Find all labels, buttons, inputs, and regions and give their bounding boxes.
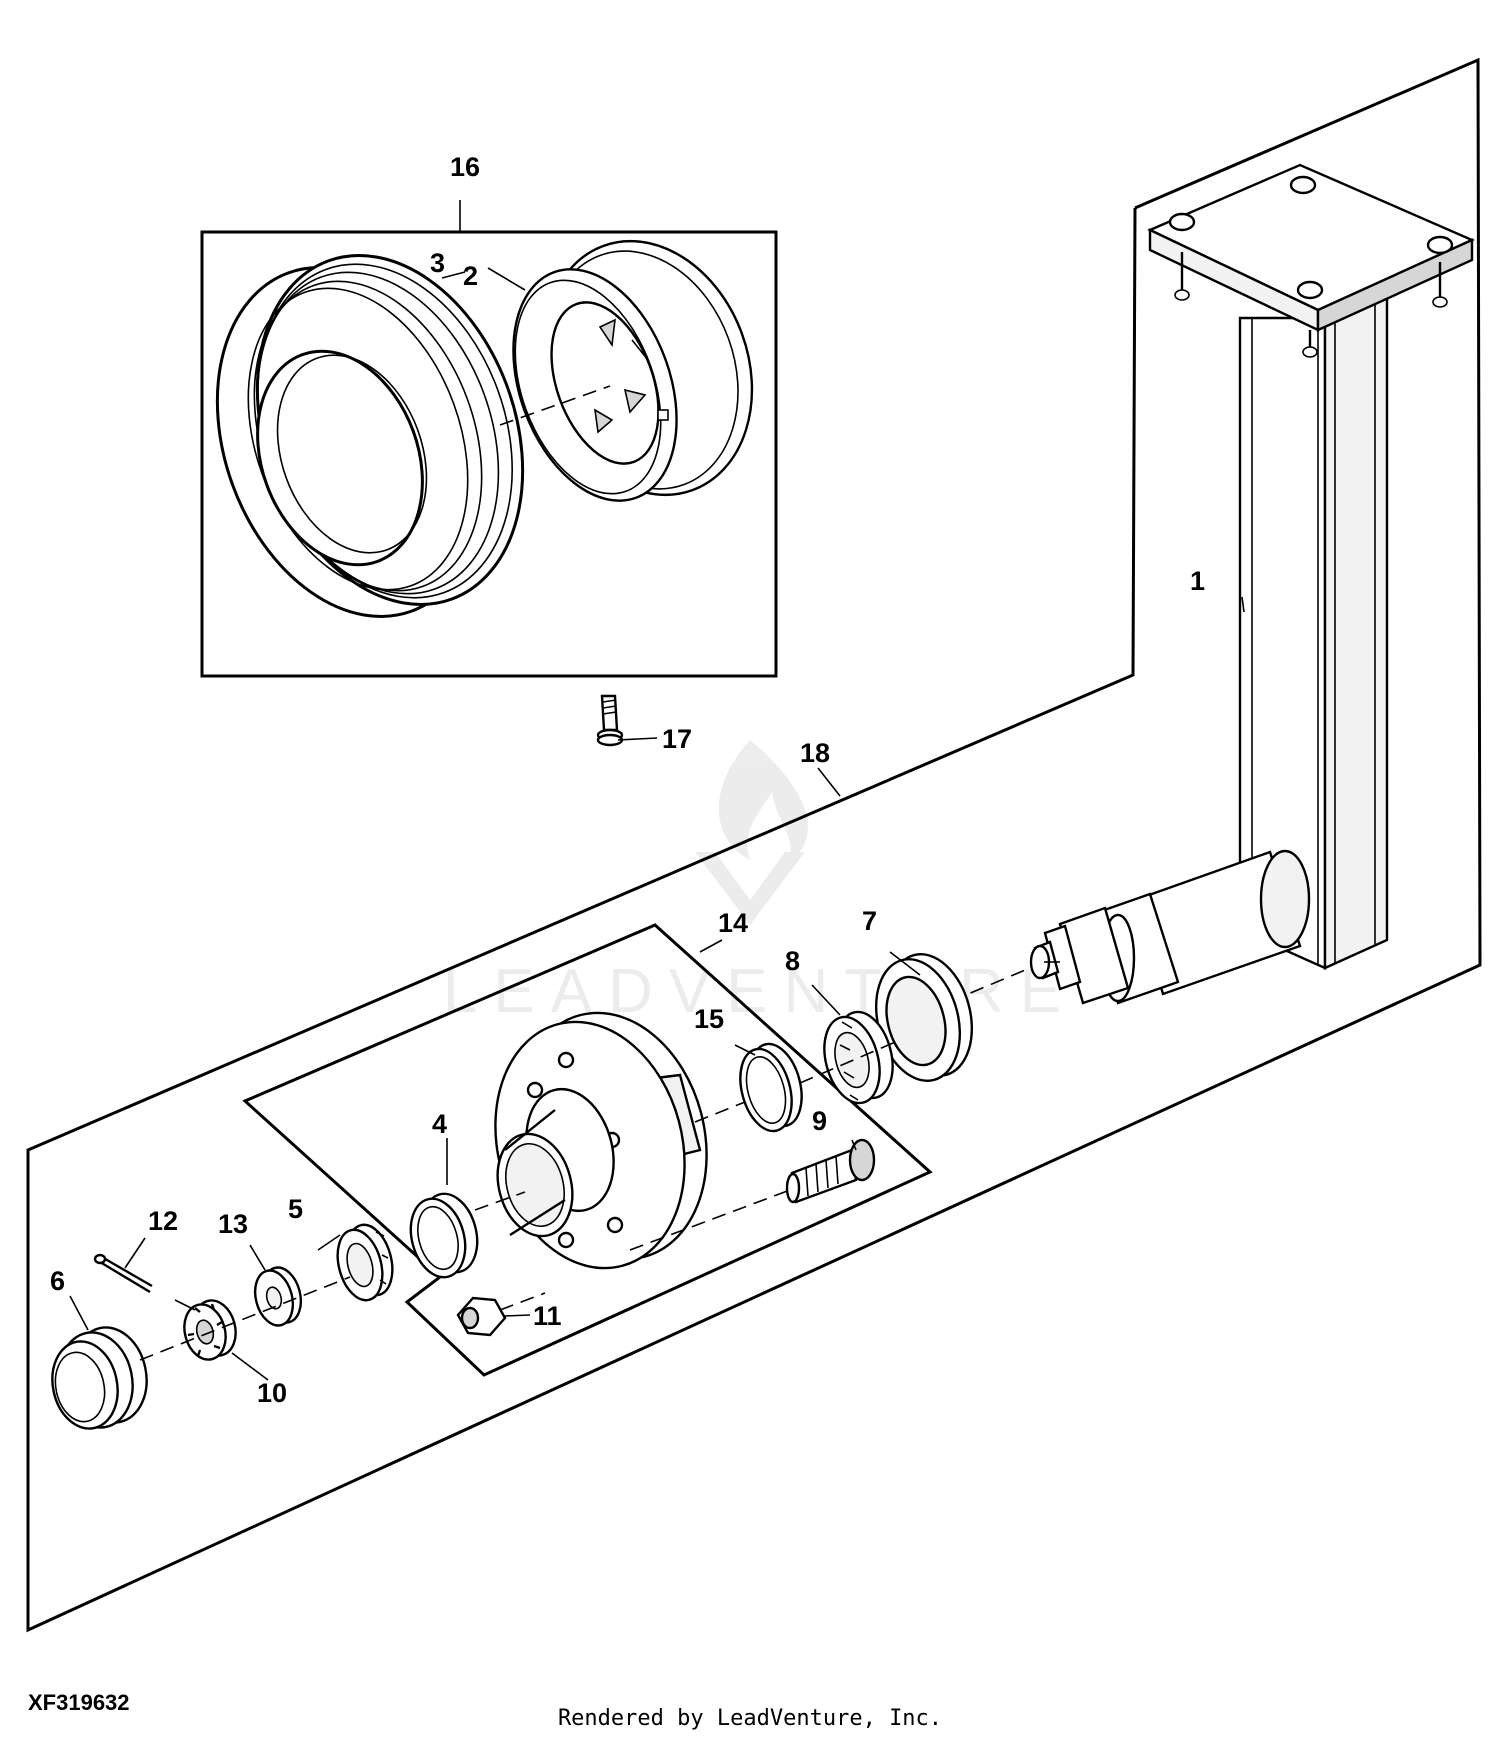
callout-16: 16 xyxy=(450,152,480,182)
callout-18: 18 xyxy=(800,738,830,768)
callout-7: 7 xyxy=(862,906,877,936)
wheel-rim xyxy=(512,239,754,502)
leadventure-watermark: LEADVENTURE xyxy=(443,740,1077,1026)
callout-14: 14 xyxy=(718,908,748,938)
figure-id: XF319632 xyxy=(28,1690,130,1715)
callout-12: 12 xyxy=(148,1206,178,1236)
callout-8: 8 xyxy=(785,946,800,976)
hub-axis-line-lower xyxy=(474,1191,526,1211)
assembly-18-boundary xyxy=(26,57,1482,1633)
render-credit: Rendered by LeadVenture, Inc. xyxy=(557,1706,943,1731)
callout-4: 4 xyxy=(432,1109,447,1139)
leader-lines xyxy=(69,200,1245,1381)
stud-axis-line xyxy=(629,1189,791,1251)
callout-2: 2 xyxy=(463,261,478,291)
mounting-post xyxy=(1147,163,1475,970)
outer-bearing-cup xyxy=(409,1192,479,1279)
callout-10: 10 xyxy=(257,1378,287,1408)
callout-labels: 1 2 3 4 5 6 7 8 9 10 11 12 13 14 15 16 1… xyxy=(50,152,1205,1408)
front-axis-line xyxy=(139,1276,351,1361)
spindle xyxy=(1029,849,1311,1005)
bearing-axis-line xyxy=(799,1039,901,1084)
assembly-16-box xyxy=(200,230,778,678)
callout-17: 17 xyxy=(662,724,692,754)
watermark-text: LEADVENTURE xyxy=(443,957,1077,1026)
lug-nut-axis-line xyxy=(499,1292,546,1311)
callout-13: 13 xyxy=(218,1209,248,1239)
wheel-hub xyxy=(494,1011,708,1270)
callout-1: 1 xyxy=(1190,566,1205,596)
callout-5: 5 xyxy=(288,1194,303,1224)
dust-cap xyxy=(51,1326,148,1430)
tire xyxy=(215,254,525,618)
cotter-pin xyxy=(93,1253,153,1294)
callout-11: 11 xyxy=(533,1301,562,1331)
spindle-axis-line xyxy=(929,967,1031,1011)
outer-bearing-cone xyxy=(336,1223,394,1302)
hub-axis-line-upper xyxy=(694,1101,746,1123)
tire-axis-line xyxy=(499,385,611,426)
carriage-bolt xyxy=(596,694,624,747)
callout-15: 15 xyxy=(694,1004,724,1034)
callout-3: 3 xyxy=(430,248,445,278)
callout-9: 9 xyxy=(812,1106,827,1136)
inner-bearing-cup xyxy=(739,1042,803,1133)
assembly-14-boundary xyxy=(242,923,933,1377)
lug-nut xyxy=(456,1296,507,1337)
flat-washer xyxy=(253,1266,303,1327)
callout-6: 6 xyxy=(50,1266,65,1296)
wheel-stud xyxy=(785,1138,876,1204)
grease-seal xyxy=(874,953,974,1082)
